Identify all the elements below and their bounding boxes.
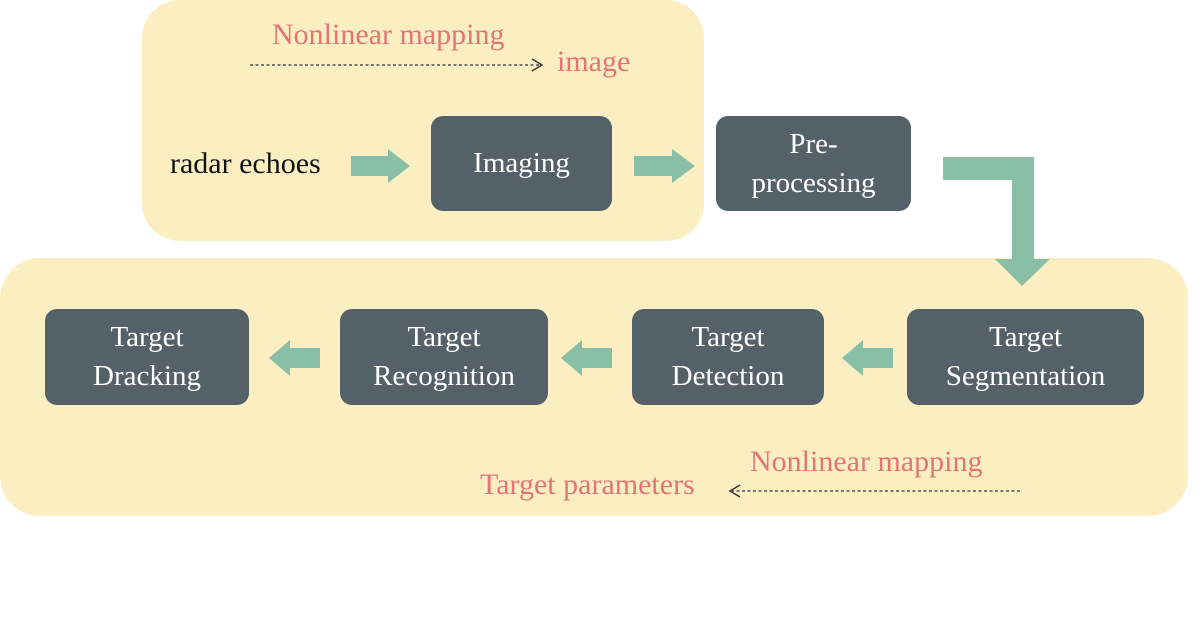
top-dashed-arrow <box>250 58 544 72</box>
image-label: image <box>557 45 631 78</box>
arrow-segmentation-to-detection <box>842 340 893 376</box>
target-detection-label-line1: Target <box>691 321 765 353</box>
preprocessing-box-label-line1: Pre- <box>789 127 838 160</box>
imaging-box: Imaging <box>431 116 612 211</box>
target-segmentation-label-line2: Segmentation <box>945 360 1106 392</box>
arrow-preprocessing-to-segmentation <box>943 157 1050 286</box>
arrow-detection-to-recognition <box>561 340 612 376</box>
arrow-imaging-to-preprocessing <box>634 149 695 183</box>
preprocessing-box-label-line2: processing <box>751 166 876 199</box>
arrow-echoes-to-imaging <box>351 149 410 183</box>
target-parameters-label: Target parameters <box>480 468 695 501</box>
target-detection-label-line2: Detection <box>671 360 785 392</box>
imaging-box-label: Imaging <box>473 147 570 179</box>
preprocessing-box: Pre- processing <box>716 116 911 211</box>
target-tracking-label-line2: Dracking <box>93 360 201 392</box>
target-segmentation-box: Target Segmentation <box>907 309 1144 405</box>
top-nonlinear-mapping-label: Nonlinear mapping <box>272 18 505 51</box>
target-recognition-label-line2: Recognition <box>373 360 515 392</box>
bottom-dashed-arrow <box>728 484 1020 498</box>
target-tracking-box: Target Dracking <box>45 309 249 405</box>
radar-echoes-label: radar echoes <box>170 147 321 180</box>
target-recognition-box: Target Recognition <box>340 309 548 405</box>
target-tracking-label-line1: Target <box>110 321 184 353</box>
arrow-recognition-to-tracking <box>269 340 320 376</box>
target-detection-box: Target Detection <box>632 309 824 405</box>
target-recognition-label-line1: Target <box>407 321 481 353</box>
target-segmentation-label-line1: Target <box>988 321 1063 353</box>
bottom-nonlinear-mapping-label: Nonlinear mapping <box>750 445 983 478</box>
